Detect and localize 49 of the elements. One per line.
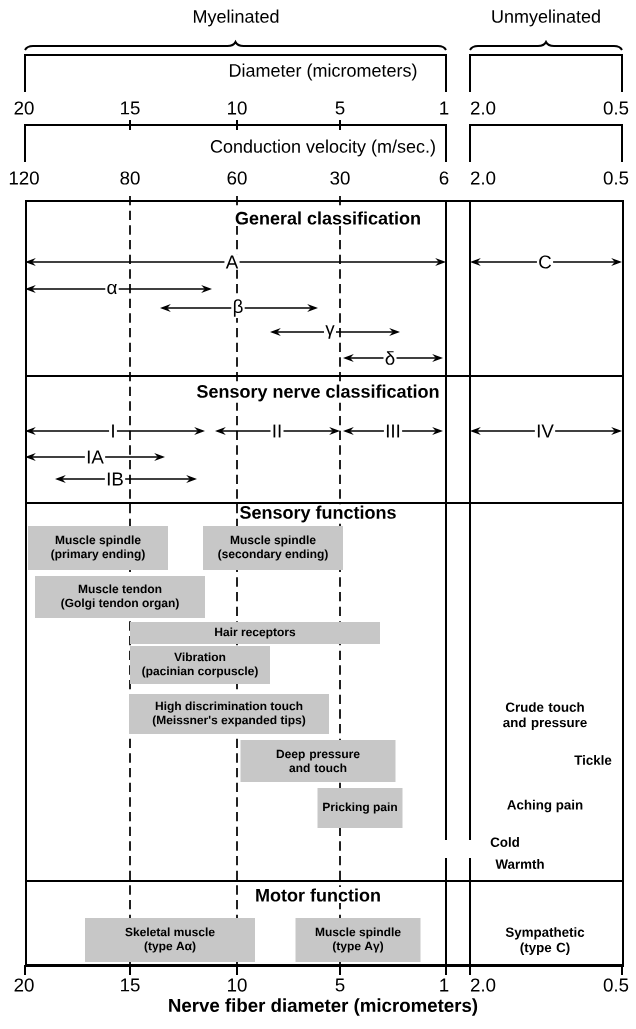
tick-number: 1 xyxy=(440,101,449,115)
function-label: Aching pain xyxy=(507,799,583,813)
range-label: III xyxy=(383,423,403,439)
brace-label: Myelinated xyxy=(193,9,279,27)
range-label: δ xyxy=(383,349,397,367)
function-label: Tickle xyxy=(574,755,612,765)
range-label: IV xyxy=(534,423,556,439)
function-label: Warmth xyxy=(495,859,544,869)
range-label: I xyxy=(109,423,117,439)
range-label: γ xyxy=(324,323,336,341)
range-label: II xyxy=(270,423,284,439)
range-label: β xyxy=(231,297,245,319)
tick-number: 10 xyxy=(228,101,247,115)
tick-number: 15 xyxy=(121,101,140,115)
range-label: IB xyxy=(104,471,126,487)
tick-number: 20 xyxy=(14,101,34,115)
axis-title: Conduction velocity (m/sec.) xyxy=(210,139,435,157)
tick-number: 20 xyxy=(14,978,34,992)
shaded-box: Deep pressure and touch xyxy=(240,740,396,782)
shaded-box: Muscle spindle (type Aγ) xyxy=(295,918,421,962)
shaded-box: Muscle spindle (primary ending) xyxy=(28,526,168,570)
shaded-box: Muscle spindle (secondary ending) xyxy=(203,526,343,570)
range-label: IA xyxy=(84,449,106,465)
shaded-box: Pricking pain xyxy=(317,788,403,828)
shaded-box: Hair receptors xyxy=(130,622,380,644)
node-label: (pacinian corpuscle) xyxy=(142,666,258,678)
tick-number: 120 xyxy=(9,171,39,185)
range-label: C xyxy=(536,254,554,270)
shaded-box: High discrimination touch (Meissner's expanded tips) xyxy=(129,694,329,734)
function-label: Sympathetic (type C) xyxy=(505,927,585,955)
axis-title: Nerve fiber diameter (micrometers) xyxy=(169,998,478,1016)
node-label: Vibration xyxy=(174,652,226,662)
shaded-box: Vibration (pacinian corpuscle) xyxy=(130,646,270,684)
tick-number: 0.5 xyxy=(603,101,629,115)
tick-number: 0.5 xyxy=(603,978,629,992)
tick-number: 10 xyxy=(228,978,247,992)
node-label: Hair receptors xyxy=(215,627,296,639)
function-label: Crude touch and pressure xyxy=(503,702,587,730)
range-label: A xyxy=(224,254,240,270)
shaded-box: Muscle tendon (Golgi tendon organ) xyxy=(35,576,205,618)
range-label: α xyxy=(105,282,119,296)
function-label: Cold xyxy=(490,837,519,847)
tick-number: 2.0 xyxy=(470,978,496,992)
brace-label: Unmyelinated xyxy=(492,9,600,27)
axis-title: Diameter (micrometers) xyxy=(230,63,417,81)
tick-number: 2.0 xyxy=(470,101,496,115)
shaded-box: Skeletal muscle (type Aα) xyxy=(85,918,255,962)
tick-number: 1 xyxy=(440,978,449,992)
tick-number: 5 xyxy=(335,101,345,115)
